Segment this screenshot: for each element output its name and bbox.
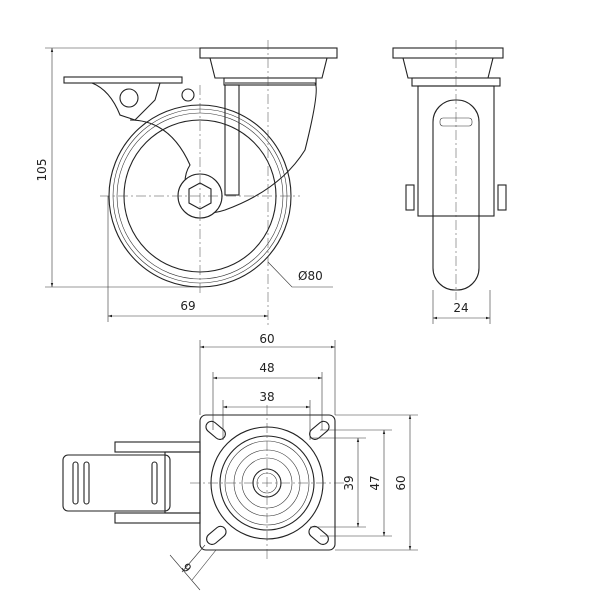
dim-wheel-width: 24 <box>453 301 468 315</box>
front-view: 24 <box>392 40 507 324</box>
dim-slot-width: 6 <box>179 560 195 575</box>
top-view: 60 48 38 60 47 39 6 <box>62 332 418 591</box>
dim-hole-spacing-outer: 48 <box>259 361 274 375</box>
dim-offset: 69 <box>180 299 195 313</box>
mounting-slots <box>205 420 330 545</box>
dim-hole-vertical-outer: 47 <box>368 475 382 490</box>
dim-plate-width: 60 <box>259 332 274 346</box>
dim-hole-vertical-inner: 39 <box>342 475 356 490</box>
brake-pedal <box>62 441 201 524</box>
dim-hole-spacing-inner: 38 <box>259 390 274 404</box>
dim-diameter: Ø80 <box>298 269 323 283</box>
dim-height: 105 <box>35 159 49 182</box>
side-view: 105 69 Ø80 <box>35 40 338 325</box>
dim-plate-height: 60 <box>394 475 408 490</box>
